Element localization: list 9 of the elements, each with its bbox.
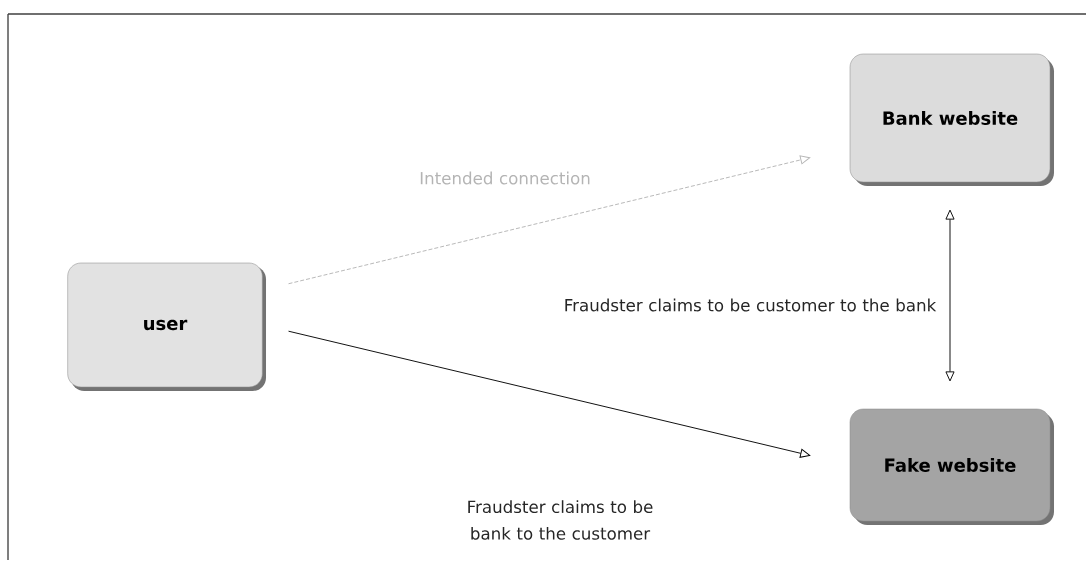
edge-label: Intended connection bbox=[420, 171, 590, 185]
website-box: Bank website bbox=[849, 53, 1054, 186]
arrow bbox=[945, 209, 955, 382]
arrow bbox=[288, 155, 811, 285]
arrow bbox=[288, 330, 811, 458]
edge-label: Fraudster claims to be customer to the bank bbox=[565, 298, 937, 312]
website-box: Fake website bbox=[849, 408, 1054, 525]
website-box: user bbox=[67, 262, 266, 391]
edge-label: Fraudster claims to be bank to the customer bbox=[468, 500, 653, 540]
